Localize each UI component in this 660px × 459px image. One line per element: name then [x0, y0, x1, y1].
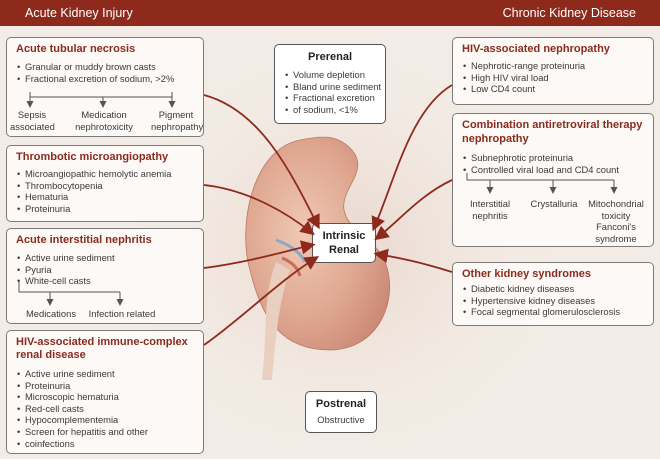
tma-item-1: Thrombocytopenia: [17, 180, 171, 192]
tma-item-2: Hematuria: [17, 191, 171, 203]
postrenal-title: Postrenal: [315, 398, 367, 410]
ain-title: Acute interstitial nephritis: [16, 234, 152, 246]
art-cause-0: Interstitial nephritis: [469, 198, 511, 221]
other-item-0: Diabetic kidney diseases: [463, 283, 620, 295]
tma-title: Thrombotic microangiopathy: [16, 151, 169, 163]
chronic-kidney-disease-header: Chronic Kidney Disease: [330, 0, 660, 26]
other-title: Other kidney syndromes: [462, 268, 591, 280]
tma-item-3: Proteinuria: [17, 203, 171, 215]
ain-cause-0: Medications: [25, 308, 77, 319]
hivicd-item-5: Screen for hepatitis and other: [17, 426, 148, 438]
art-cause-1: Crystalluria: [530, 198, 578, 209]
intrinsic-line-0: Intrinsic: [322, 230, 366, 242]
ain-item-1: Pyuria: [17, 264, 115, 276]
art-item-1: Controlled viral load and CD4 count: [463, 164, 619, 176]
hivan-box: HIV-associated nephropathy Nephrotic-ran…: [452, 37, 654, 105]
hivicd-title-line-1: renal disease: [16, 349, 86, 361]
other-item-1: Hypertensive kidney diseases: [463, 295, 620, 307]
atn-cause-1: Medication nephrotoxicity: [75, 109, 133, 132]
hivan-title: HIV-associated nephropathy: [462, 43, 610, 55]
prerenal-item-1: Bland urine sediment: [285, 81, 385, 93]
atn-item-1: Fractional excretion of sodium, >2%: [17, 73, 174, 85]
hivicd-item-1: Proteinuria: [17, 380, 148, 392]
atn-cause-2: Pigment nephropathy: [151, 109, 204, 132]
hivicd-title-line-0: HIV-associated immune-complex: [16, 336, 188, 348]
hivan-item-0: Nephrotic-range proteinuria: [463, 60, 585, 72]
art-nephropathy-box: Combination antiretroviral therapy nephr…: [452, 113, 654, 247]
atn-cause-0: Sepsis associated: [10, 109, 55, 132]
art-item-0: Subnephrotic proteinuria: [463, 152, 619, 164]
atn-title: Acute tubular necrosis: [16, 43, 136, 55]
thrombotic-microangiopathy-box: Thrombotic microangiopathy Microangiopat…: [6, 145, 204, 222]
hivicd-item-3: Red-cell casts: [17, 403, 148, 415]
hivicd-box: HIV-associated immune-complex renal dise…: [6, 330, 204, 454]
acute-tubular-necrosis-box: Acute tubular necrosis Granular or muddy…: [6, 37, 204, 137]
hivicd-item-5-cont: coinfections: [17, 438, 148, 450]
prerenal-box: Prerenal Volume depletion Bland urine se…: [274, 44, 386, 124]
art-title-line-1: nephropathy: [462, 133, 529, 145]
hivicd-item-2: Microscopic hematuria: [17, 391, 148, 403]
prerenal-title: Prerenal: [307, 51, 353, 63]
prerenal-item-2: Fractional excretion: [285, 92, 385, 104]
intrinsic-line-1: Renal: [329, 244, 359, 256]
prerenal-item-2-cont: of sodium, <1%: [285, 104, 385, 116]
hivicd-item-0: Active urine sediment: [17, 368, 148, 380]
intrinsic-renal-box: Intrinsic Renal: [312, 223, 376, 263]
atn-item-0: Granular or muddy brown casts: [17, 61, 174, 73]
postrenal-item: Obstructive: [317, 414, 365, 425]
postrenal-box: Postrenal Obstructive: [305, 391, 377, 433]
other-item-2: Focal segmental glomerulosclerosis: [463, 306, 620, 318]
hivan-item-2: Low CD4 count: [463, 83, 585, 95]
ain-cause-1: Infection related: [88, 308, 156, 319]
art-title-line-0: Combination antiretroviral therapy: [462, 119, 643, 131]
acute-interstitial-nephritis-box: Acute interstitial nephritis Active urin…: [6, 228, 204, 324]
acute-kidney-injury-header: Acute Kidney Injury: [0, 0, 330, 26]
other-kidney-syndromes-box: Other kidney syndromes Diabetic kidney d…: [452, 262, 654, 326]
hivicd-item-4: Hypocomplementemia: [17, 414, 148, 426]
tma-item-0: Microangiopathic hemolytic anemia: [17, 168, 171, 180]
prerenal-item-0: Volume depletion: [285, 69, 385, 81]
ain-item-0: Active urine sediment: [17, 252, 115, 264]
art-cause-2: Mitochondrial toxicity Fanconi's syndrom…: [588, 198, 644, 244]
ain-item-2: White-cell casts: [17, 275, 115, 287]
hivan-item-1: High HIV viral load: [463, 72, 585, 84]
